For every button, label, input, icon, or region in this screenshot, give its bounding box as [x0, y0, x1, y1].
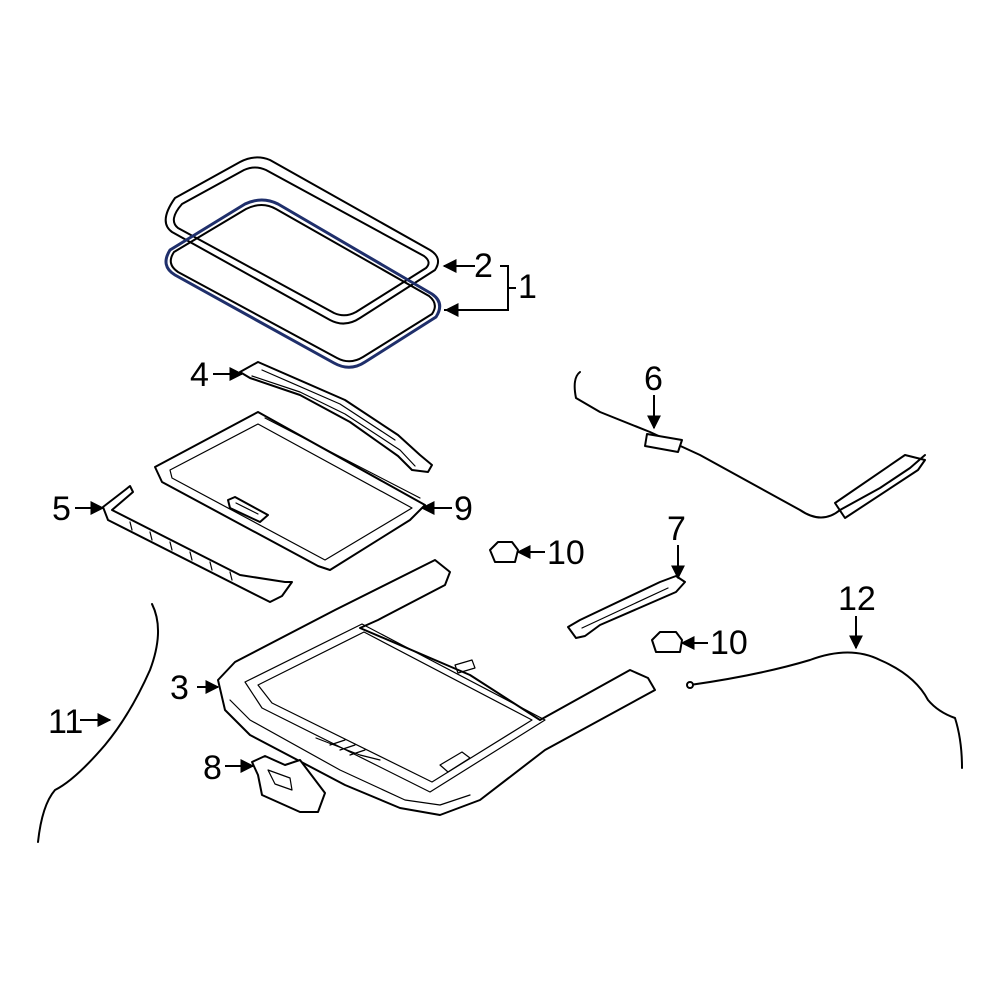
- leader-lines: [75, 259, 863, 773]
- callout-4: 4: [190, 356, 209, 394]
- part-6-cable-front: [573, 371, 926, 519]
- part-2-glass-frame: [164, 156, 440, 325]
- callout-3: 3: [170, 669, 189, 707]
- callout-2: 2: [474, 247, 493, 285]
- part-5-rear-trim: [102, 485, 293, 603]
- part-10-clip-lower: [651, 631, 683, 653]
- part-4-wind-deflector: [239, 361, 433, 473]
- callout-5: 5: [52, 490, 71, 528]
- callout-1: 1: [518, 268, 537, 306]
- part-10-clip-upper: [489, 541, 519, 563]
- part-8-sunroof-motor: [251, 755, 326, 813]
- callout-10-lower: 10: [710, 624, 748, 662]
- callout-6: 6: [644, 360, 663, 398]
- part-9-sunshade: [154, 411, 426, 571]
- callout-11: 11: [48, 703, 83, 741]
- callout-7: 7: [667, 510, 686, 548]
- callout-10-upper: 10: [547, 534, 585, 572]
- part-12-drain-hose-right: [686, 651, 963, 769]
- part-11-drain-hose-left: [37, 603, 160, 843]
- part-1-glass-seal: [164, 198, 442, 369]
- part-7-guide-bracket: [567, 575, 686, 639]
- part-3-sunroof-frame: [217, 559, 656, 816]
- callout-9: 9: [454, 490, 473, 528]
- callout-8: 8: [203, 749, 222, 787]
- callout-labels: 2 1 4 5 6 7 9 10 10 3 8 11 12: [48, 247, 876, 787]
- callout-12: 12: [838, 580, 876, 618]
